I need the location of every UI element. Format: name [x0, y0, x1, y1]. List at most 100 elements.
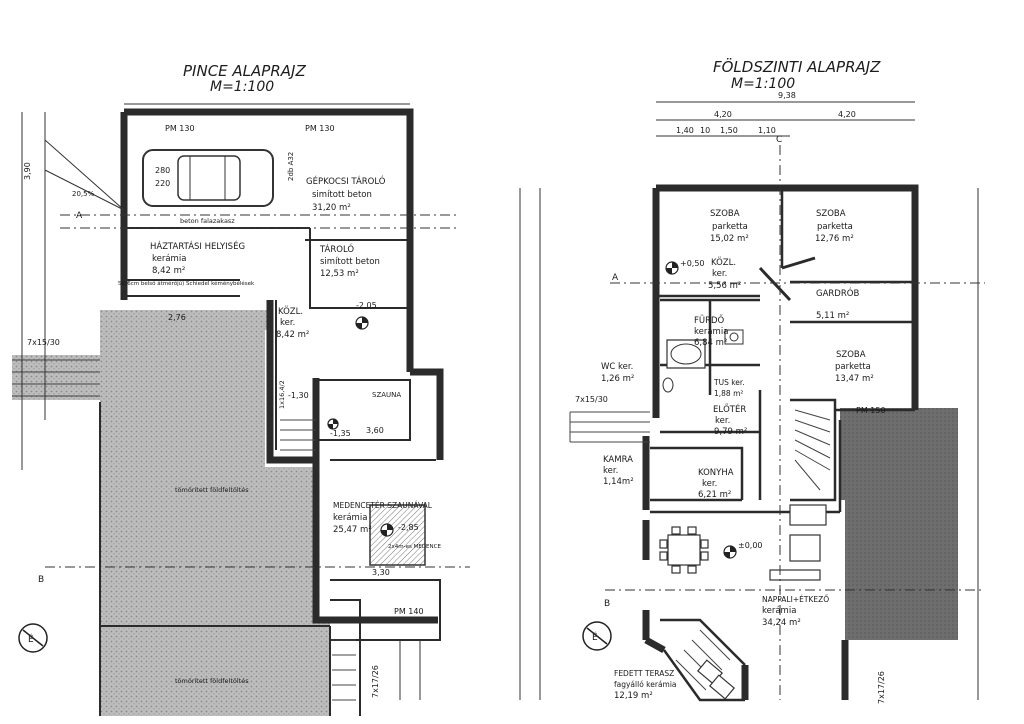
bath-name: FÜRDŐ [694, 315, 725, 326]
room1-name: SZOBA [710, 209, 740, 219]
ground-scale: M=1:100 [731, 76, 796, 92]
corridor-diagonal [758, 256, 816, 302]
svg-text:É: É [28, 633, 34, 645]
ground-stair-left [569, 411, 650, 443]
room3-area: 13,47 m² [835, 374, 874, 384]
fill-label-2: tömörített földfeltöltés [175, 677, 249, 685]
ground-stair-bottom-label: 7x17/26 [877, 671, 886, 704]
shower-area: 1,88 m² [714, 389, 743, 398]
corr-area: 5,56 m² [708, 281, 741, 291]
dim-938: 9,38 [778, 91, 796, 100]
wc-name: WC ker. [601, 362, 633, 372]
kitchen-finish: ker. [702, 479, 717, 489]
garage-area: 31,20 m² [312, 203, 351, 213]
pantry-finish: ker. [603, 466, 618, 476]
beton-label: beton falazakasz [180, 217, 235, 225]
terrace-outline [660, 618, 746, 702]
terrace-area: 12,19 m² [614, 691, 653, 701]
hall-name: ELŐTÉR [713, 403, 746, 415]
terrace-furniture-icon [696, 659, 736, 700]
level-marker-rooms [665, 261, 679, 275]
living-name: NAPPALI+ÉTKEZŐ [762, 595, 829, 604]
sofa-icon [769, 504, 827, 581]
ground-axis-c: C [776, 135, 782, 145]
earth-fill-bottom [100, 626, 330, 716]
kitchen-area: 6,21 m² [698, 490, 731, 500]
basement-stair-inner [280, 419, 316, 451]
dim-420-a: 4,20 [714, 110, 732, 119]
car-height: 220 [155, 179, 170, 188]
basement-wall-pool-bottom [312, 460, 438, 624]
utility-finish: kerámia [152, 254, 186, 264]
pm-label-2: PM 130 [305, 124, 335, 133]
level-main: ±0,00 [738, 541, 763, 550]
pool-name: MEDENCETÉR SZAUNÁVAL [333, 501, 433, 510]
terrace-finish: fagyálló kerámia [614, 680, 677, 689]
hall-wall [660, 390, 762, 500]
hall-area: 9,79 m² [714, 427, 747, 437]
stair-count: 1x16,4/2 [278, 380, 286, 409]
stair-fill-left [12, 355, 100, 400]
wardrobe-area: 5,11 m² [816, 311, 849, 321]
stair-left-label: 7x15/30 [27, 338, 60, 347]
pantry-area: 1,14m² [603, 477, 634, 487]
ground-stair-spiral [794, 409, 831, 491]
stair-well [790, 398, 837, 502]
bath-area: 6,84 m² [694, 338, 727, 348]
garage-finish: simított beton [312, 190, 372, 200]
slope-label: 20,5% [72, 190, 95, 198]
utility-name: HÁZTARTÁSI HELYISÉG [150, 240, 245, 252]
stair-bottom-label: 7x17/26 [371, 665, 380, 698]
dim-420-b: 4,20 [838, 110, 856, 119]
svg-text:É: É [592, 631, 598, 643]
wardrobe-name: GARDRÓB [816, 287, 859, 299]
ground-dim-top [656, 101, 915, 137]
earth-fill-main [100, 310, 330, 626]
level-marker-storage [355, 316, 369, 330]
utility-partition [309, 228, 410, 309]
level-marker-living [723, 545, 737, 559]
basement-plan: É GÉPKOCSI TÁROLÓ simított beton 31,20 m… [12, 103, 470, 716]
ground-dim-left [519, 188, 541, 700]
level-top: +0,50 [680, 259, 705, 268]
basement-stair-left [12, 359, 100, 397]
basement-dim-vertical [21, 112, 46, 470]
hall-finish: ker. [715, 416, 730, 426]
living-area: 34,24 m² [762, 618, 801, 628]
ground-plan: É SZOBA parketta 15,02 m² SZOBA parketta… [519, 91, 985, 704]
dim-140: 1,40 [676, 126, 694, 135]
wardrobe-wall [790, 280, 912, 324]
axis-b-label: B [38, 575, 44, 585]
corridor-name: KÖZL. [278, 306, 303, 317]
shower-name: TUS ker. [713, 378, 745, 387]
kitchen-wall [650, 446, 744, 502]
ground-wall-left-lower [642, 436, 666, 654]
pool-note: 2x4m-es MEDENCE [388, 544, 441, 550]
pm-label-1: PM 130 [165, 124, 195, 133]
storage-name: TÁROLÓ [319, 243, 354, 255]
car-icon [142, 149, 274, 207]
level-marker-pool [380, 523, 394, 537]
ground-stair-bottom [675, 629, 731, 691]
terrace-dark-area [840, 408, 958, 640]
room1-area: 15,02 m² [710, 234, 749, 244]
level-corridor-1: -1,30 [288, 391, 309, 400]
storage-finish: simított beton [320, 257, 380, 267]
north-arrow-ground-icon: É [582, 621, 612, 651]
corr-name: KÖZL. [711, 257, 736, 268]
sauna-wall [316, 379, 411, 441]
bath-finish: kerámia [694, 327, 728, 337]
basement-wall-top [124, 108, 414, 372]
pool-area: 25,47 m² [333, 525, 372, 535]
corr-finish: ker. [712, 269, 727, 279]
level-corridor-2: -1,35 [330, 429, 351, 438]
pool-lower-outline [330, 579, 441, 641]
terrace-name: FEDETT TERASZ [614, 669, 674, 678]
level-marker-corridor [327, 418, 339, 430]
dim-390: 3,90 [23, 162, 32, 180]
pantry-name: KAMRA [603, 455, 633, 465]
dim-110: 1,10 [758, 126, 776, 135]
basement-wall-pool [266, 300, 320, 464]
dim-330: 3,30 [372, 568, 390, 577]
